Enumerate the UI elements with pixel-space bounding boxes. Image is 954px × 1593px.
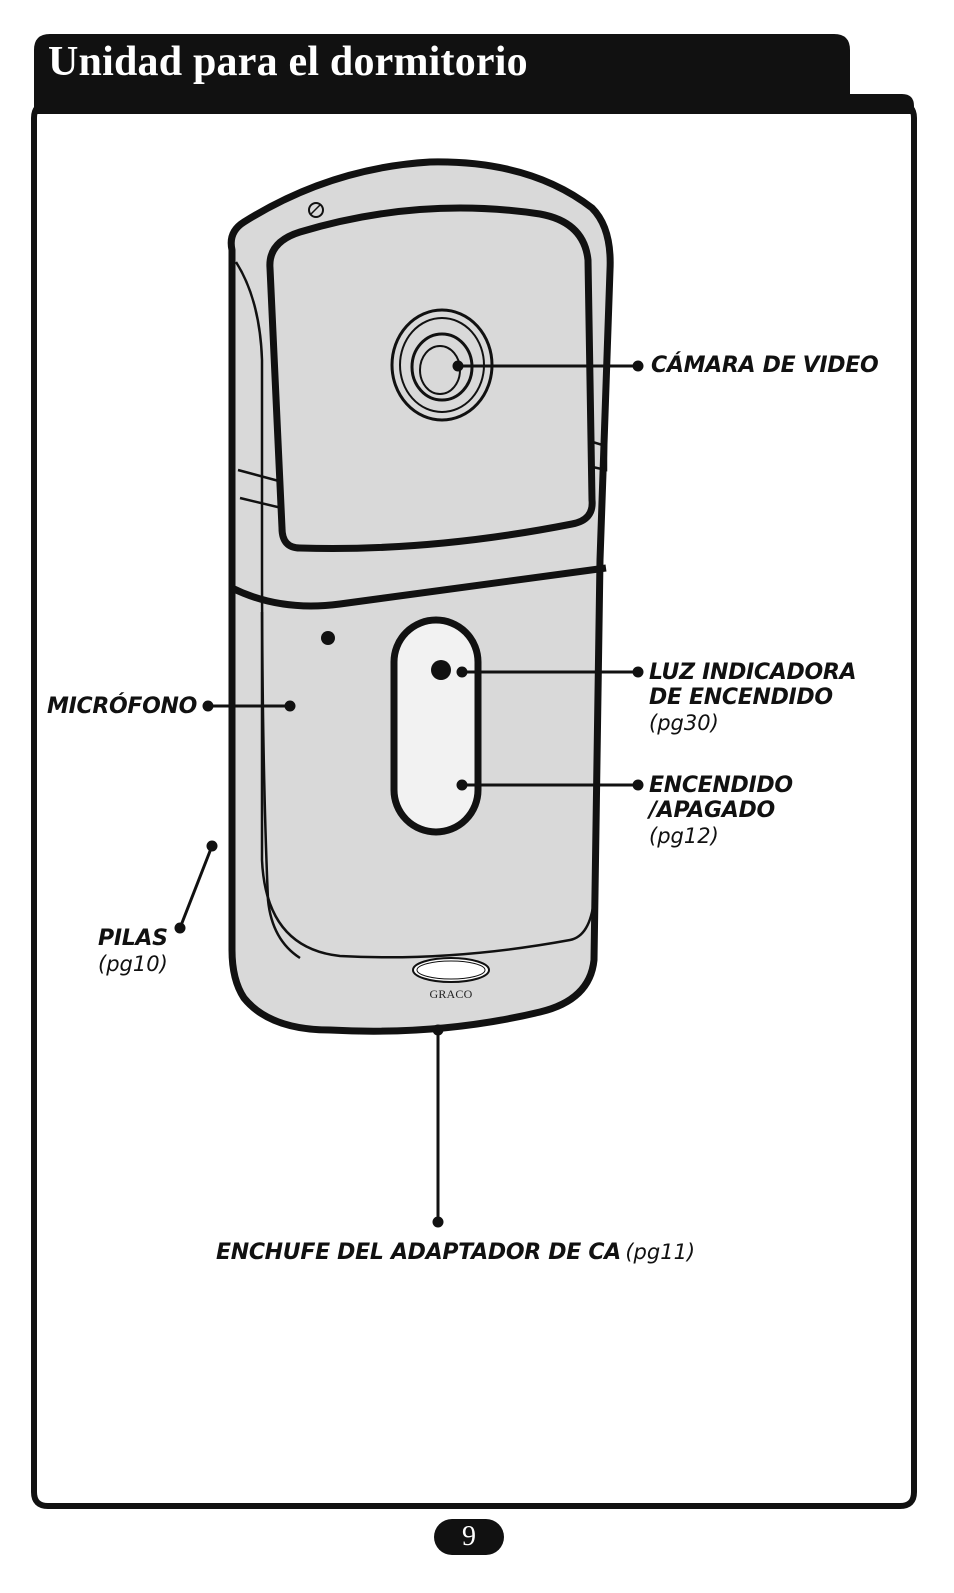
camera-label: CÁMARA DE VIDEO <box>651 353 879 378</box>
power-light-label-line1: LUZ INDICADORA <box>649 660 857 685</box>
page-title: Unidad para el dormitorio <box>48 39 528 85</box>
ac-adapter-callout: ENCHUFE DEL ADAPTADOR DE CA (pg11) <box>216 1240 695 1265</box>
power-light-label-line2: DE ENCENDIDO <box>649 685 833 710</box>
graco-logo: GRACO <box>429 987 473 1001</box>
page-number-badge <box>434 1519 504 1555</box>
power-switch-ref: (pg12) <box>649 824 719 848</box>
power-switch-label-line2: /APAGADO <box>649 798 775 823</box>
power-light-ref: (pg30) <box>649 711 719 735</box>
top-sensor-icon <box>308 202 324 218</box>
power-led-icon <box>431 660 451 680</box>
graco-logo-oval <box>412 957 490 983</box>
hinge-right <box>585 438 608 472</box>
camera-head <box>266 204 596 552</box>
power-switch-label-line1: ENCENDIDO <box>649 773 793 798</box>
unit-seam <box>230 564 607 610</box>
microphone-hole-icon <box>321 631 335 645</box>
ac-adapter-ref: (pg11) <box>625 1240 696 1264</box>
microphone-label: MICRÓFONO <box>47 694 198 719</box>
page-number: 9 <box>462 1521 476 1552</box>
power-button <box>390 616 482 836</box>
ac-adapter-label: ENCHUFE DEL ADAPTADOR DE CA <box>216 1240 621 1265</box>
batteries-ref: (pg10) <box>98 952 168 976</box>
title-banner <box>34 34 914 114</box>
leader-lines <box>174 360 644 1228</box>
camera-unit <box>227 158 614 1035</box>
unit-front-shell <box>260 612 596 959</box>
batteries-label: PILAS <box>98 926 168 951</box>
